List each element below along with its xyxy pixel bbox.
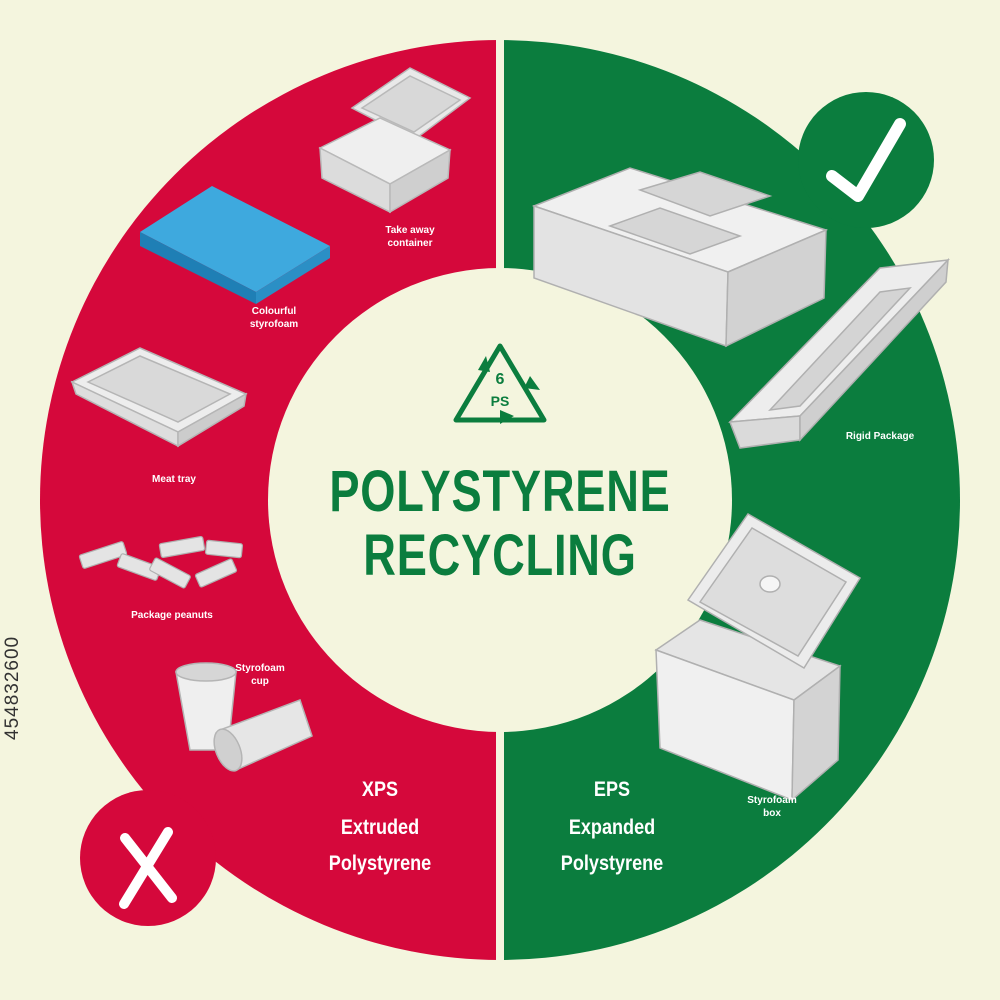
rigid-package-insert-icon: [728, 257, 950, 449]
meat-tray-icon: [70, 347, 248, 448]
xps-name-line1: Extruded: [340, 816, 420, 839]
colourful-styrofoam-icon: [140, 186, 330, 304]
recycling-code-abbr: PS: [490, 393, 510, 409]
rigid-package-block-icon: [531, 167, 829, 348]
meat-tray-label: Meat tray: [152, 474, 196, 485]
recycling-arrows-icon: [478, 356, 540, 424]
takeaway-container-icon: [318, 67, 472, 214]
eps-name-line1: Expanded: [568, 816, 656, 839]
rigid-package-label: Rigid Package: [845, 431, 915, 442]
xps-type: XPS: [361, 778, 399, 801]
package-peanuts-label: Package peanuts: [131, 610, 213, 621]
styrofoam-cup-label: Styrofoam cup: [235, 663, 285, 687]
styrofoam-box-icon: [654, 513, 862, 802]
cross-icon: [119, 827, 177, 909]
eps-type: EPS: [593, 778, 631, 801]
package-peanuts-icon: [78, 536, 244, 589]
styrofoam-cup-icon: [175, 662, 313, 772]
styrofoam-box-label: Styrofoam box: [747, 795, 797, 819]
check-badge: [798, 92, 934, 228]
center-circle: [268, 268, 732, 732]
colourful-styrofoam-label: Colourful styrofoam: [249, 306, 299, 330]
recycling-code-number: 6: [495, 371, 505, 388]
eps-name-line2: Polystyrene: [560, 852, 664, 875]
checkmark-icon: [826, 118, 906, 202]
stock-image-id: 454832600: [2, 635, 23, 740]
xps-name-line2: Polystyrene: [328, 852, 432, 875]
title-line2: RECYCLING: [363, 523, 637, 588]
title-line1: POLYSTYRENE: [329, 459, 671, 524]
takeaway-container-label: Take away container: [385, 225, 435, 249]
